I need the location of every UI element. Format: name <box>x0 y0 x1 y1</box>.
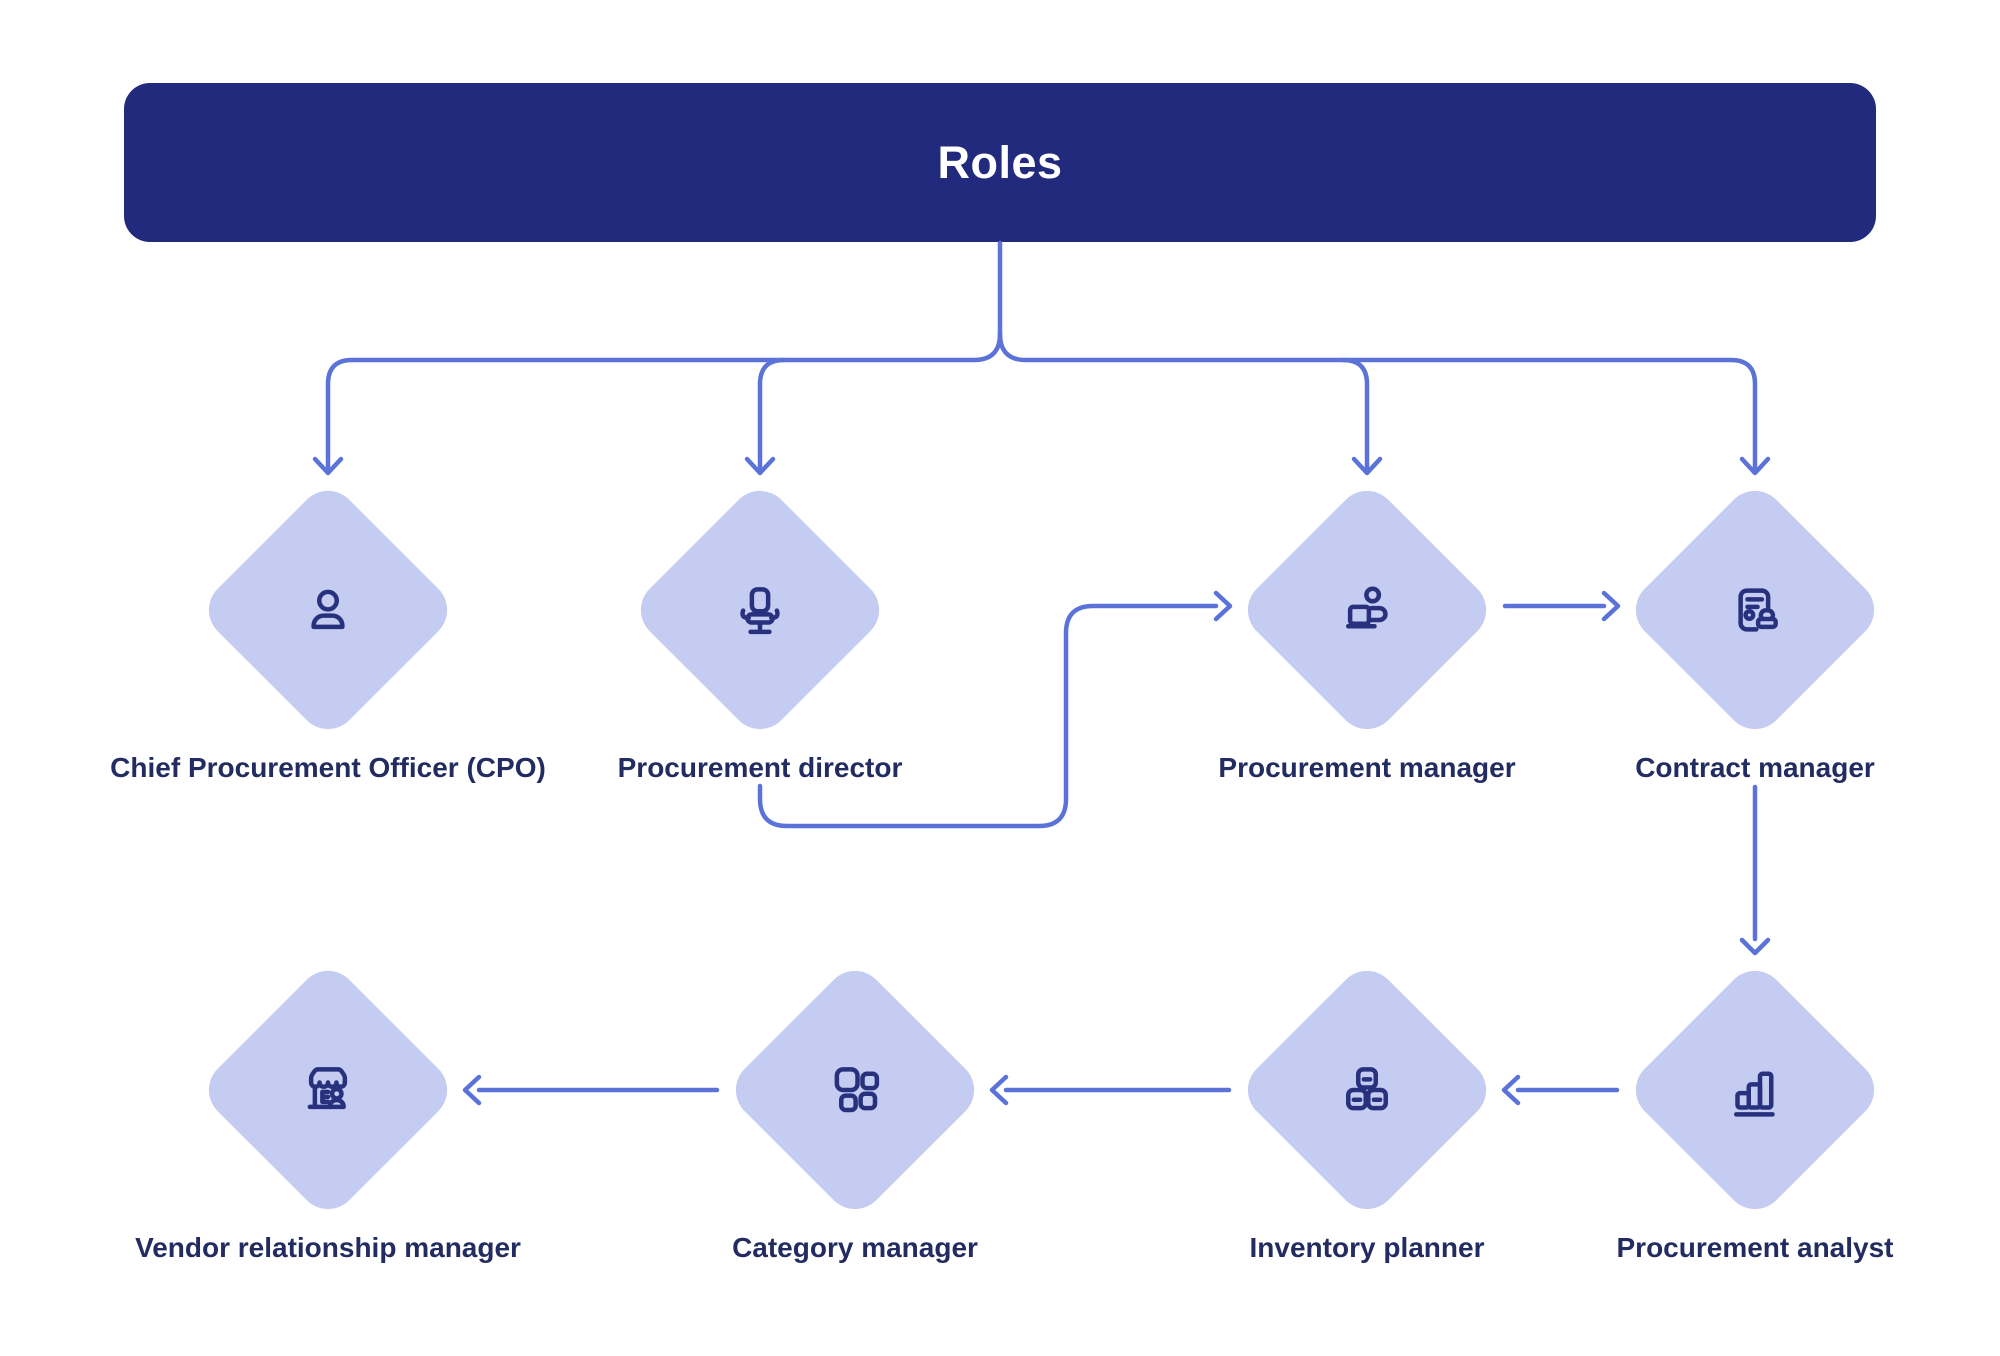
node-label: Procurement director <box>617 752 903 783</box>
user-icon <box>311 589 345 630</box>
arrowhead-contract-to-analyst <box>1739 937 1771 956</box>
arrowhead-to-contract <box>1739 456 1771 476</box>
node-label: Category manager <box>732 1232 978 1263</box>
node-label: Inventory planner <box>1249 1232 1485 1263</box>
arrowhead-category-to-vendor <box>462 1074 482 1106</box>
edge-roles-left-rail <box>325 331 1003 472</box>
node-label: Vendor relationship manager <box>135 1232 521 1263</box>
edge-director-to-manager <box>757 603 1219 829</box>
node-label: Procurement analyst <box>1616 1232 1894 1263</box>
arrowhead-director-to-manager <box>1213 590 1233 622</box>
person-at-laptop-icon <box>1346 586 1388 629</box>
arrowhead-to-manager <box>1351 456 1383 476</box>
node-label: Procurement manager <box>1218 752 1516 783</box>
arrowhead-to-director <box>744 456 776 476</box>
storefront-person-icon <box>307 1067 348 1110</box>
grid-tiles-icon <box>834 1067 880 1113</box>
contract-stamp-icon <box>1738 588 1778 632</box>
edge-roles-drop-director <box>757 357 787 472</box>
arrowhead-to-cpo <box>312 456 344 476</box>
edge-roles-drop-manager <box>1340 357 1370 472</box>
edge-roles-right-rail <box>997 331 1758 472</box>
arrowhead-inventory-to-category <box>989 1074 1009 1106</box>
arrowhead-analyst-to-inventory <box>1501 1074 1521 1106</box>
bar-chart-icon <box>1734 1071 1775 1117</box>
roles-header-title: Roles <box>937 136 1063 188</box>
roles-header: Roles <box>124 83 1876 242</box>
stacked-boxes-icon <box>1346 1067 1388 1111</box>
arrowhead-manager-to-contract <box>1601 590 1621 622</box>
node-label: Chief Procurement Officer (CPO) <box>110 752 546 783</box>
office-chair-icon <box>740 587 780 635</box>
node-label: Contract manager <box>1635 752 1875 783</box>
